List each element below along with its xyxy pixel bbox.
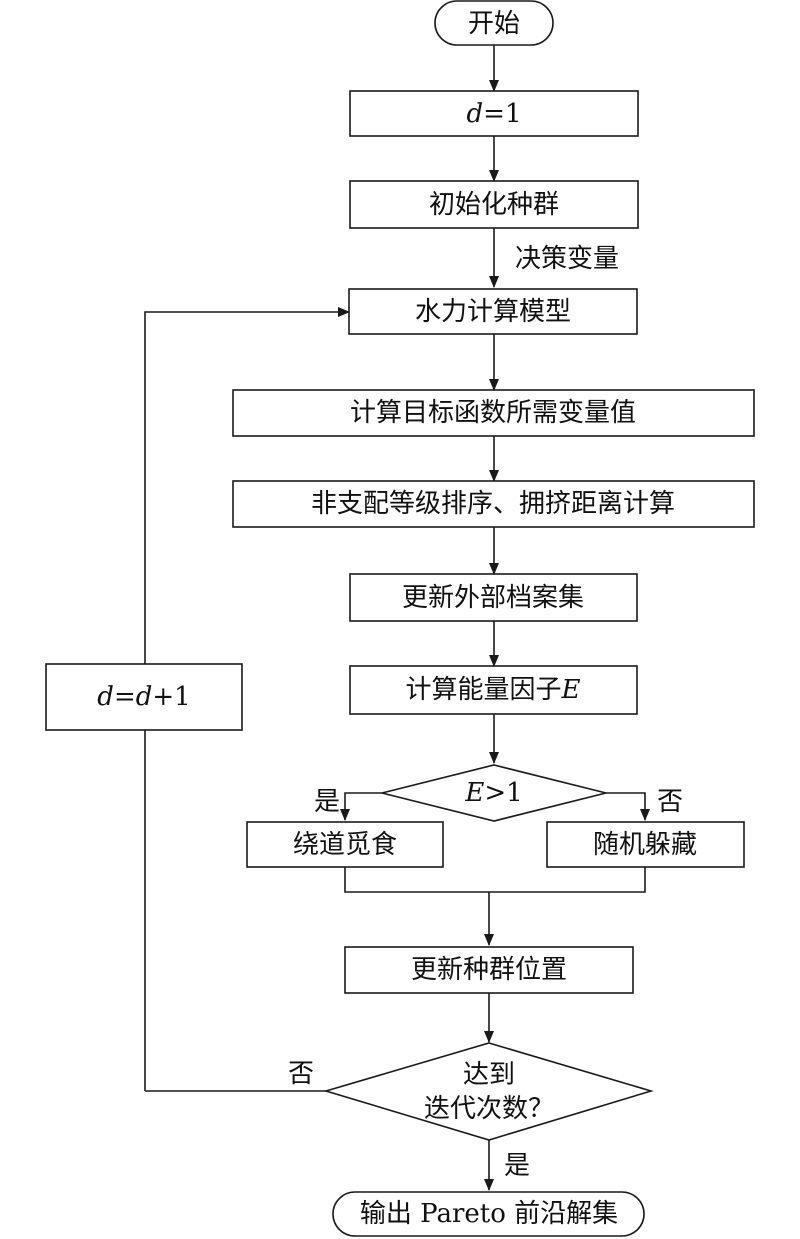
- update-position-label: 更新种群位置: [411, 955, 567, 985]
- energy-factor-label: 计算能量因子E: [406, 675, 581, 705]
- update-archive-box: 更新外部档案集: [349, 573, 638, 622]
- energy-decision-label: E>1: [464, 778, 522, 808]
- iteration-line2: 迭代次数？: [424, 1094, 554, 1124]
- hydraulic-model-label: 水力计算模型: [415, 297, 571, 327]
- no-label-iteration: 否: [288, 1059, 314, 1089]
- random-hiding-box: 随机躲藏: [546, 821, 745, 868]
- init-population-label: 初始化种群: [429, 190, 559, 220]
- increment-d-box: d=d+1: [45, 663, 243, 731]
- random-hiding-label: 随机躲藏: [593, 830, 697, 860]
- iteration-decision: 达到 迭代次数？: [323, 1042, 654, 1141]
- no-label-energy: 否: [657, 787, 683, 817]
- detour-foraging-box: 绕道觅食: [246, 821, 444, 868]
- decision-variables-label: 决策变量: [515, 244, 619, 274]
- energy-factor-box: 计算能量因子E: [349, 665, 638, 715]
- detour-foraging-label: 绕道觅食: [293, 830, 397, 860]
- connectors: [144, 45, 650, 1191]
- yes-label-energy: 是: [314, 787, 340, 817]
- sorting-label: 非支配等级排序、拥挤距离计算: [311, 489, 675, 519]
- init-d-label: d=1: [467, 99, 522, 129]
- hydraulic-model-box: 水力计算模型: [348, 288, 638, 335]
- start-terminal: 开始: [434, 0, 554, 46]
- start-label: 开始: [468, 9, 520, 39]
- iteration-line1: 达到: [463, 1060, 515, 1090]
- init-d-box: d=1: [349, 90, 639, 137]
- arrow-loop-to-hydraulic: [144, 307, 350, 664]
- output-terminal: 输出 Pareto 前沿解集: [332, 1191, 645, 1237]
- init-population-box: 初始化种群: [349, 180, 639, 229]
- calc-variables-label: 计算目标函数所需变量值: [350, 398, 636, 428]
- calc-variables-box: 计算目标函数所需变量值: [232, 389, 755, 437]
- energy-decision: E>1: [381, 764, 607, 822]
- arrow-no-to-hiding: [606, 792, 650, 821]
- yes-label-iteration: 是: [504, 1151, 530, 1181]
- arrow-yes-to-detour: [340, 792, 382, 821]
- merge-line: [344, 867, 646, 893]
- increment-d-label: d=d+1: [97, 682, 190, 712]
- update-archive-label: 更新外部档案集: [402, 583, 584, 613]
- sorting-box: 非支配等级排序、拥挤距离计算: [232, 480, 755, 528]
- output-label: 输出 Pareto 前沿解集: [360, 1199, 618, 1229]
- update-position-box: 更新种群位置: [344, 946, 634, 994]
